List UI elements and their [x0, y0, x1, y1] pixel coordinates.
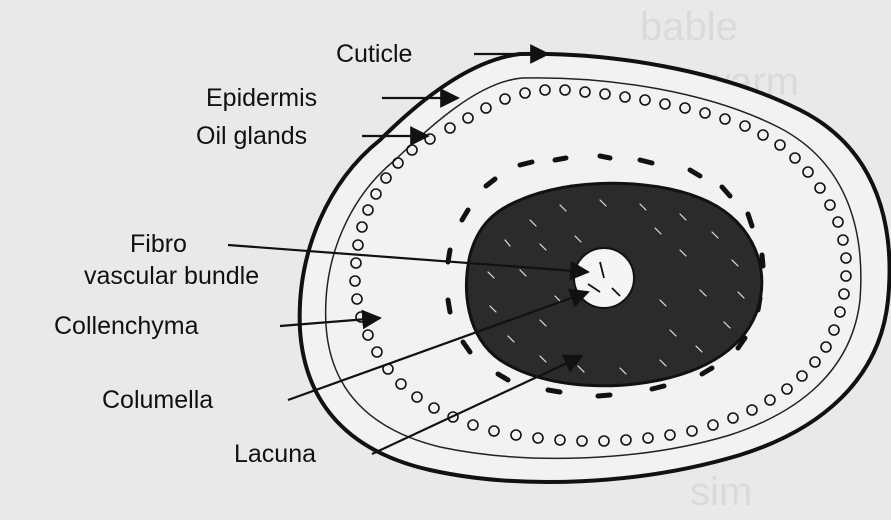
- label-vascular-bundle: vascular bundle: [84, 262, 259, 290]
- label-collenchyma: Collenchyma: [54, 312, 199, 340]
- label-cuticle: Cuticle: [336, 40, 412, 68]
- label-fibro: Fibro: [130, 230, 187, 258]
- label-lacuna: Lacuna: [234, 440, 316, 468]
- label-epidermis: Epidermis: [206, 84, 317, 112]
- svg-text:sim: sim: [690, 470, 752, 514]
- label-oil-glands: Oil glands: [196, 122, 307, 150]
- svg-text:bable: bable: [640, 5, 738, 49]
- label-columella: Columella: [102, 386, 213, 414]
